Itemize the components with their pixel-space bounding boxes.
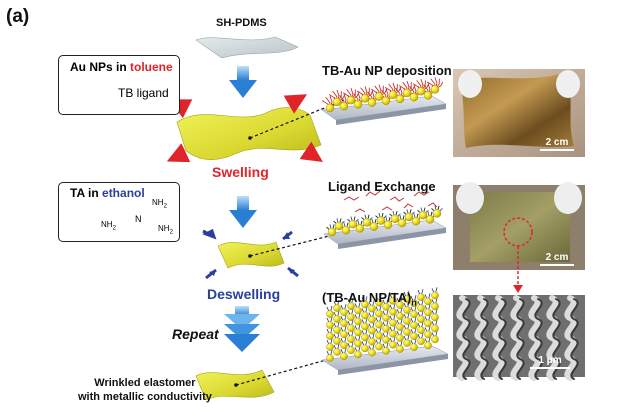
toluene-label: toluene — [130, 60, 173, 74]
deswelling-arrows — [202, 228, 299, 280]
exchange-label: Ligand Exchange — [328, 179, 436, 194]
pdms-sheet — [195, 36, 299, 59]
down-arrow-2 — [229, 196, 257, 228]
multilayer-label: (TB-Au NP/TA)n — [322, 290, 417, 308]
amine-right: NH2 — [158, 224, 173, 236]
scalebar-photo2: 2 cm — [540, 252, 574, 266]
photo-film-2 — [453, 182, 585, 293]
yellow-film-1 — [176, 107, 322, 161]
deposition-label: TB-Au NP deposition — [322, 63, 452, 78]
model-deposition — [321, 77, 447, 125]
model-multilayer — [321, 287, 449, 375]
tb-ligand-label: TB ligand — [118, 86, 169, 100]
ta-box — [58, 182, 180, 242]
amine-top: NH2 — [152, 198, 167, 210]
panel-label: (a) — [6, 6, 30, 27]
sem-image — [453, 295, 585, 381]
ta-box-title: TA in ethanol — [70, 186, 145, 200]
model-exchange — [323, 190, 447, 249]
ta-prefix: TA in — [70, 186, 99, 200]
scalebar-photo1: 2 cm — [540, 137, 574, 151]
repeat-label: Repeat — [172, 326, 219, 342]
photo-film-1 — [453, 69, 585, 157]
ethanol-label: ethanol — [102, 186, 145, 200]
free-ligands — [343, 190, 438, 213]
repeat-arrow — [224, 306, 260, 352]
amine-n: N — [135, 214, 142, 224]
down-arrow-1 — [229, 66, 257, 98]
amine-left: NH2 — [101, 220, 116, 232]
scalebar-sem: 1 μm — [530, 355, 570, 369]
au-np-box-title: Au NPs in toluene — [70, 60, 173, 74]
swelling-label: Swelling — [212, 164, 269, 180]
result-label: Wrinkled elastomer with metallic conduct… — [78, 377, 212, 403]
au-np-box — [58, 55, 180, 115]
deswelling-label: Deswelling — [207, 286, 281, 302]
substrate-label: SH-PDMS — [216, 17, 267, 29]
au-np-prefix: Au NPs in — [70, 60, 127, 74]
